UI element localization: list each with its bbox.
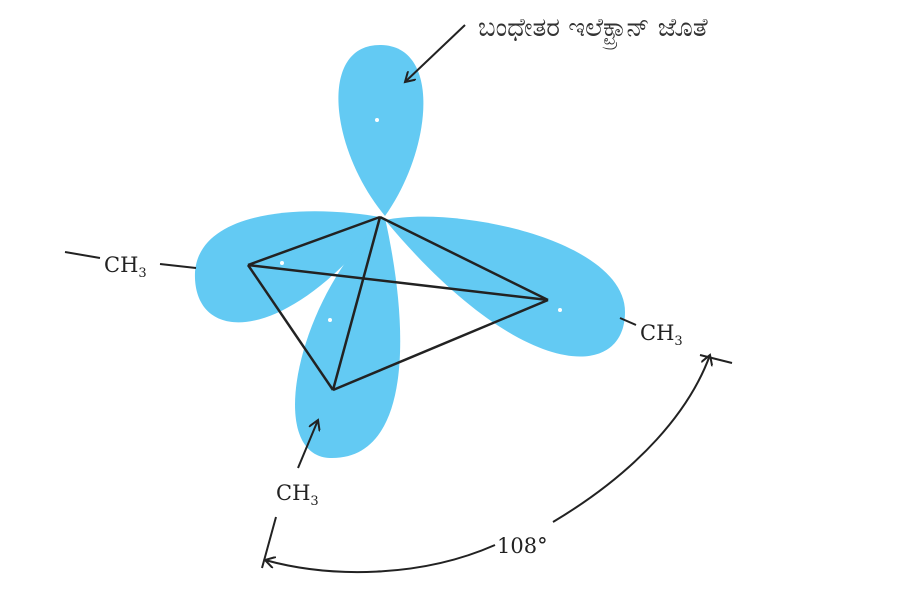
angle-arc-lower — [265, 544, 496, 574]
lone-pair-lobe — [338, 45, 424, 216]
arrows — [265, 24, 710, 574]
bottom-arrow — [297, 420, 318, 469]
lone-pair-label: ಬಂಧೇತರ ಇಲೆಕ್ಟ್ರಾನ್ ಜೊತೆ — [478, 13, 709, 49]
tetrahedron — [246, 215, 549, 392]
bond-angle-label: 108° — [497, 534, 548, 558]
angle-arc-upper — [552, 355, 710, 523]
methyl-left-label: CH3 — [104, 253, 147, 281]
methyl-bottom-label: CH3 — [276, 481, 319, 509]
left-lobe — [194, 211, 385, 323]
right-lobe — [385, 216, 625, 357]
methyl-right-label: CH3 — [640, 321, 683, 349]
bond-lines — [64, 251, 733, 569]
orbital-lobes — [194, 45, 625, 459]
lone-pair-arrow — [405, 24, 466, 82]
orbital-centers — [280, 118, 562, 322]
